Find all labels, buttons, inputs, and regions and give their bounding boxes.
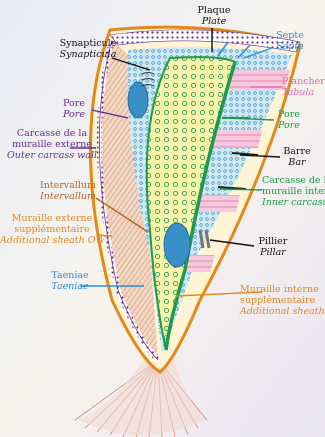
label-synapticule-en: Synapticula xyxy=(42,49,134,60)
label-barre: Barre Bar xyxy=(280,146,314,168)
label-pore-right-fr: Pore xyxy=(278,109,300,120)
label-carcasse-externe-en: Outer carcass wall xyxy=(4,150,100,161)
label-intervallum: Intervallum Intervallum xyxy=(28,180,108,202)
label-plaque-en: Plate xyxy=(190,16,238,27)
label-plancher-en: Tabula xyxy=(282,87,325,98)
label-muraille-interne: Muraille interne supplémentaire Addition… xyxy=(240,284,325,317)
label-intervallum-en: Intervallum xyxy=(28,191,108,202)
taeniae-oval xyxy=(164,223,190,267)
label-septe-fr: Septe xyxy=(276,30,304,41)
tabula-4 xyxy=(186,255,215,272)
label-intervallum-fr: Intervallum xyxy=(40,180,96,191)
label-muraille-interne-en: Additional sheath IW xyxy=(240,306,325,317)
label-carcasse-interne-fr2: muraille interne xyxy=(262,186,325,197)
label-muraille-externe-en: Additional sheath OW xyxy=(0,235,104,246)
label-carcasse-externe-fr2: muraille externe xyxy=(4,139,100,150)
label-synapticule-fr: Synapticule xyxy=(60,38,117,49)
label-pore-left-en: Pore xyxy=(56,109,92,120)
label-muraille-interne-fr2: supplémentaire xyxy=(240,295,325,306)
label-muraille-interne-fr1: Muraille interne xyxy=(240,284,325,295)
tabula-3 xyxy=(196,195,240,212)
label-plancher: Plancher Tabula xyxy=(282,76,325,98)
label-septe-en: Septa xyxy=(268,41,312,52)
label-muraille-externe-fr2: supplémentaire xyxy=(0,224,104,235)
label-septe: Septe Septa xyxy=(268,30,312,52)
label-carcasse-interne: Carcasse de la muraille interne Inner ca… xyxy=(262,175,325,208)
label-carcasse-interne-en: Inner carcass wall xyxy=(262,197,325,208)
label-carcasse-externe-fr1: Carcasse de la xyxy=(4,128,100,139)
label-carcasse-externe: Carcasse de la muraille externe Outer ca… xyxy=(4,128,100,161)
label-pore-right-en: Pore xyxy=(272,120,306,131)
label-taeniae: Taeniae Taeniae xyxy=(50,270,90,292)
label-barre-en: Bar xyxy=(280,157,314,168)
label-carcasse-interne-fr1: Carcasse de la xyxy=(262,175,325,186)
label-plaque: Plaque Plate xyxy=(190,5,238,27)
label-pillier-en: Pillar xyxy=(254,247,292,258)
label-pore-right: Pore Pore xyxy=(272,109,306,131)
label-taeniae-fr: Taeniae xyxy=(51,270,88,281)
label-muraille-externe: Muraille externe supplémentaire Addition… xyxy=(0,213,104,246)
label-barre-fr: Barre xyxy=(283,146,310,157)
label-plaque-fr: Plaque xyxy=(198,5,231,16)
synapticula-oval xyxy=(128,82,148,118)
label-pore-left: Pore Pore xyxy=(56,98,92,120)
label-pore-left-fr: Pore xyxy=(63,98,85,109)
label-synapticule: Synapticule Synapticula xyxy=(42,38,134,60)
label-pillier-fr: Pillier xyxy=(259,236,288,247)
label-plancher-fr: Plancher xyxy=(282,76,325,87)
label-muraille-externe-fr1: Muraille externe xyxy=(0,213,104,224)
label-taeniae-en: Taeniae xyxy=(50,281,90,292)
label-pillier: Pillier Pillar xyxy=(254,236,292,258)
